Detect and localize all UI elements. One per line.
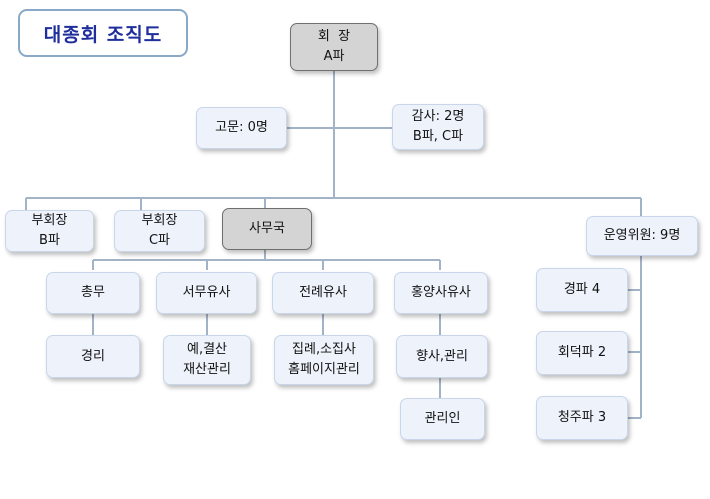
budget-label: 예,결산 <box>186 342 227 357</box>
accounting-label: 경리 <box>81 348 105 364</box>
node-heungyang: 홍양사유사 <box>394 272 488 314</box>
secretariat-label: 사무국 <box>249 221 285 236</box>
clerk-label: 서무유사 <box>182 285 231 300</box>
node-vice-chairman-2: 부회장 C파 <box>114 210 205 252</box>
node-general-affairs: 총무 <box>46 272 140 314</box>
budget-subtitle: 재산관리 <box>183 362 231 377</box>
node-vice-chairman-1: 부회장 B파 <box>5 210 94 252</box>
hoedeok-label: 회덕파 2 <box>557 345 607 360</box>
shrine-label: 향사,관리 <box>416 348 468 364</box>
node-chairman: 회 장 A파 <box>290 23 378 71</box>
heungyang-label: 홍양사유사 <box>411 285 471 300</box>
cheongju-label: 청주파 3 <box>557 410 607 425</box>
auditor-label: 감사: 2명 <box>411 109 465 124</box>
chairman-subtitle: A파 <box>323 49 345 64</box>
node-shrine: 향사,관리 <box>396 335 488 378</box>
chart-title: 대종회 조직도 <box>18 9 188 57</box>
node-caretaker: 관리인 <box>400 398 485 440</box>
node-secretariat: 사무국 <box>222 208 312 250</box>
node-clerk: 서무유사 <box>156 272 257 314</box>
node-cheongju-branch: 청주파 3 <box>536 396 628 440</box>
node-ceremony: 집례,소집사 홈페이지관리 <box>274 335 374 385</box>
node-budget: 예,결산 재산관리 <box>163 335 251 385</box>
gyeong-label: 경파 4 <box>563 282 601 297</box>
vice1-label: 부회장 <box>31 213 68 228</box>
node-advisor: 고문: 0명 <box>196 107 287 149</box>
node-auditor: 감사: 2명 B파, C파 <box>392 104 484 150</box>
advisor-label: 고문: 0명 <box>215 120 268 135</box>
vice2-subtitle: C파 <box>148 233 171 248</box>
chairman-label: 회 장 <box>317 29 351 44</box>
node-hoedeok-branch: 회덕파 2 <box>536 331 628 375</box>
vice1-subtitle: B파 <box>39 233 60 248</box>
auditor-subtitle: B파, C파 <box>412 129 464 144</box>
node-steering-committee: 운영위원: 9명 <box>586 216 698 256</box>
node-ritual: 전례유사 <box>272 272 374 314</box>
ritual-label: 전례유사 <box>299 285 347 300</box>
committee-label: 운영위원: 9명 <box>603 228 681 243</box>
node-accounting: 경리 <box>46 335 140 378</box>
caretaker-label: 관리인 <box>424 411 461 426</box>
ceremony-label: 집례,소집사 <box>292 342 356 357</box>
general-label: 총무 <box>81 285 105 300</box>
ceremony-subtitle: 홈페이지관리 <box>288 362 360 377</box>
node-gyeong-branch: 경파 4 <box>536 268 628 312</box>
vice2-label: 부회장 <box>141 213 178 228</box>
